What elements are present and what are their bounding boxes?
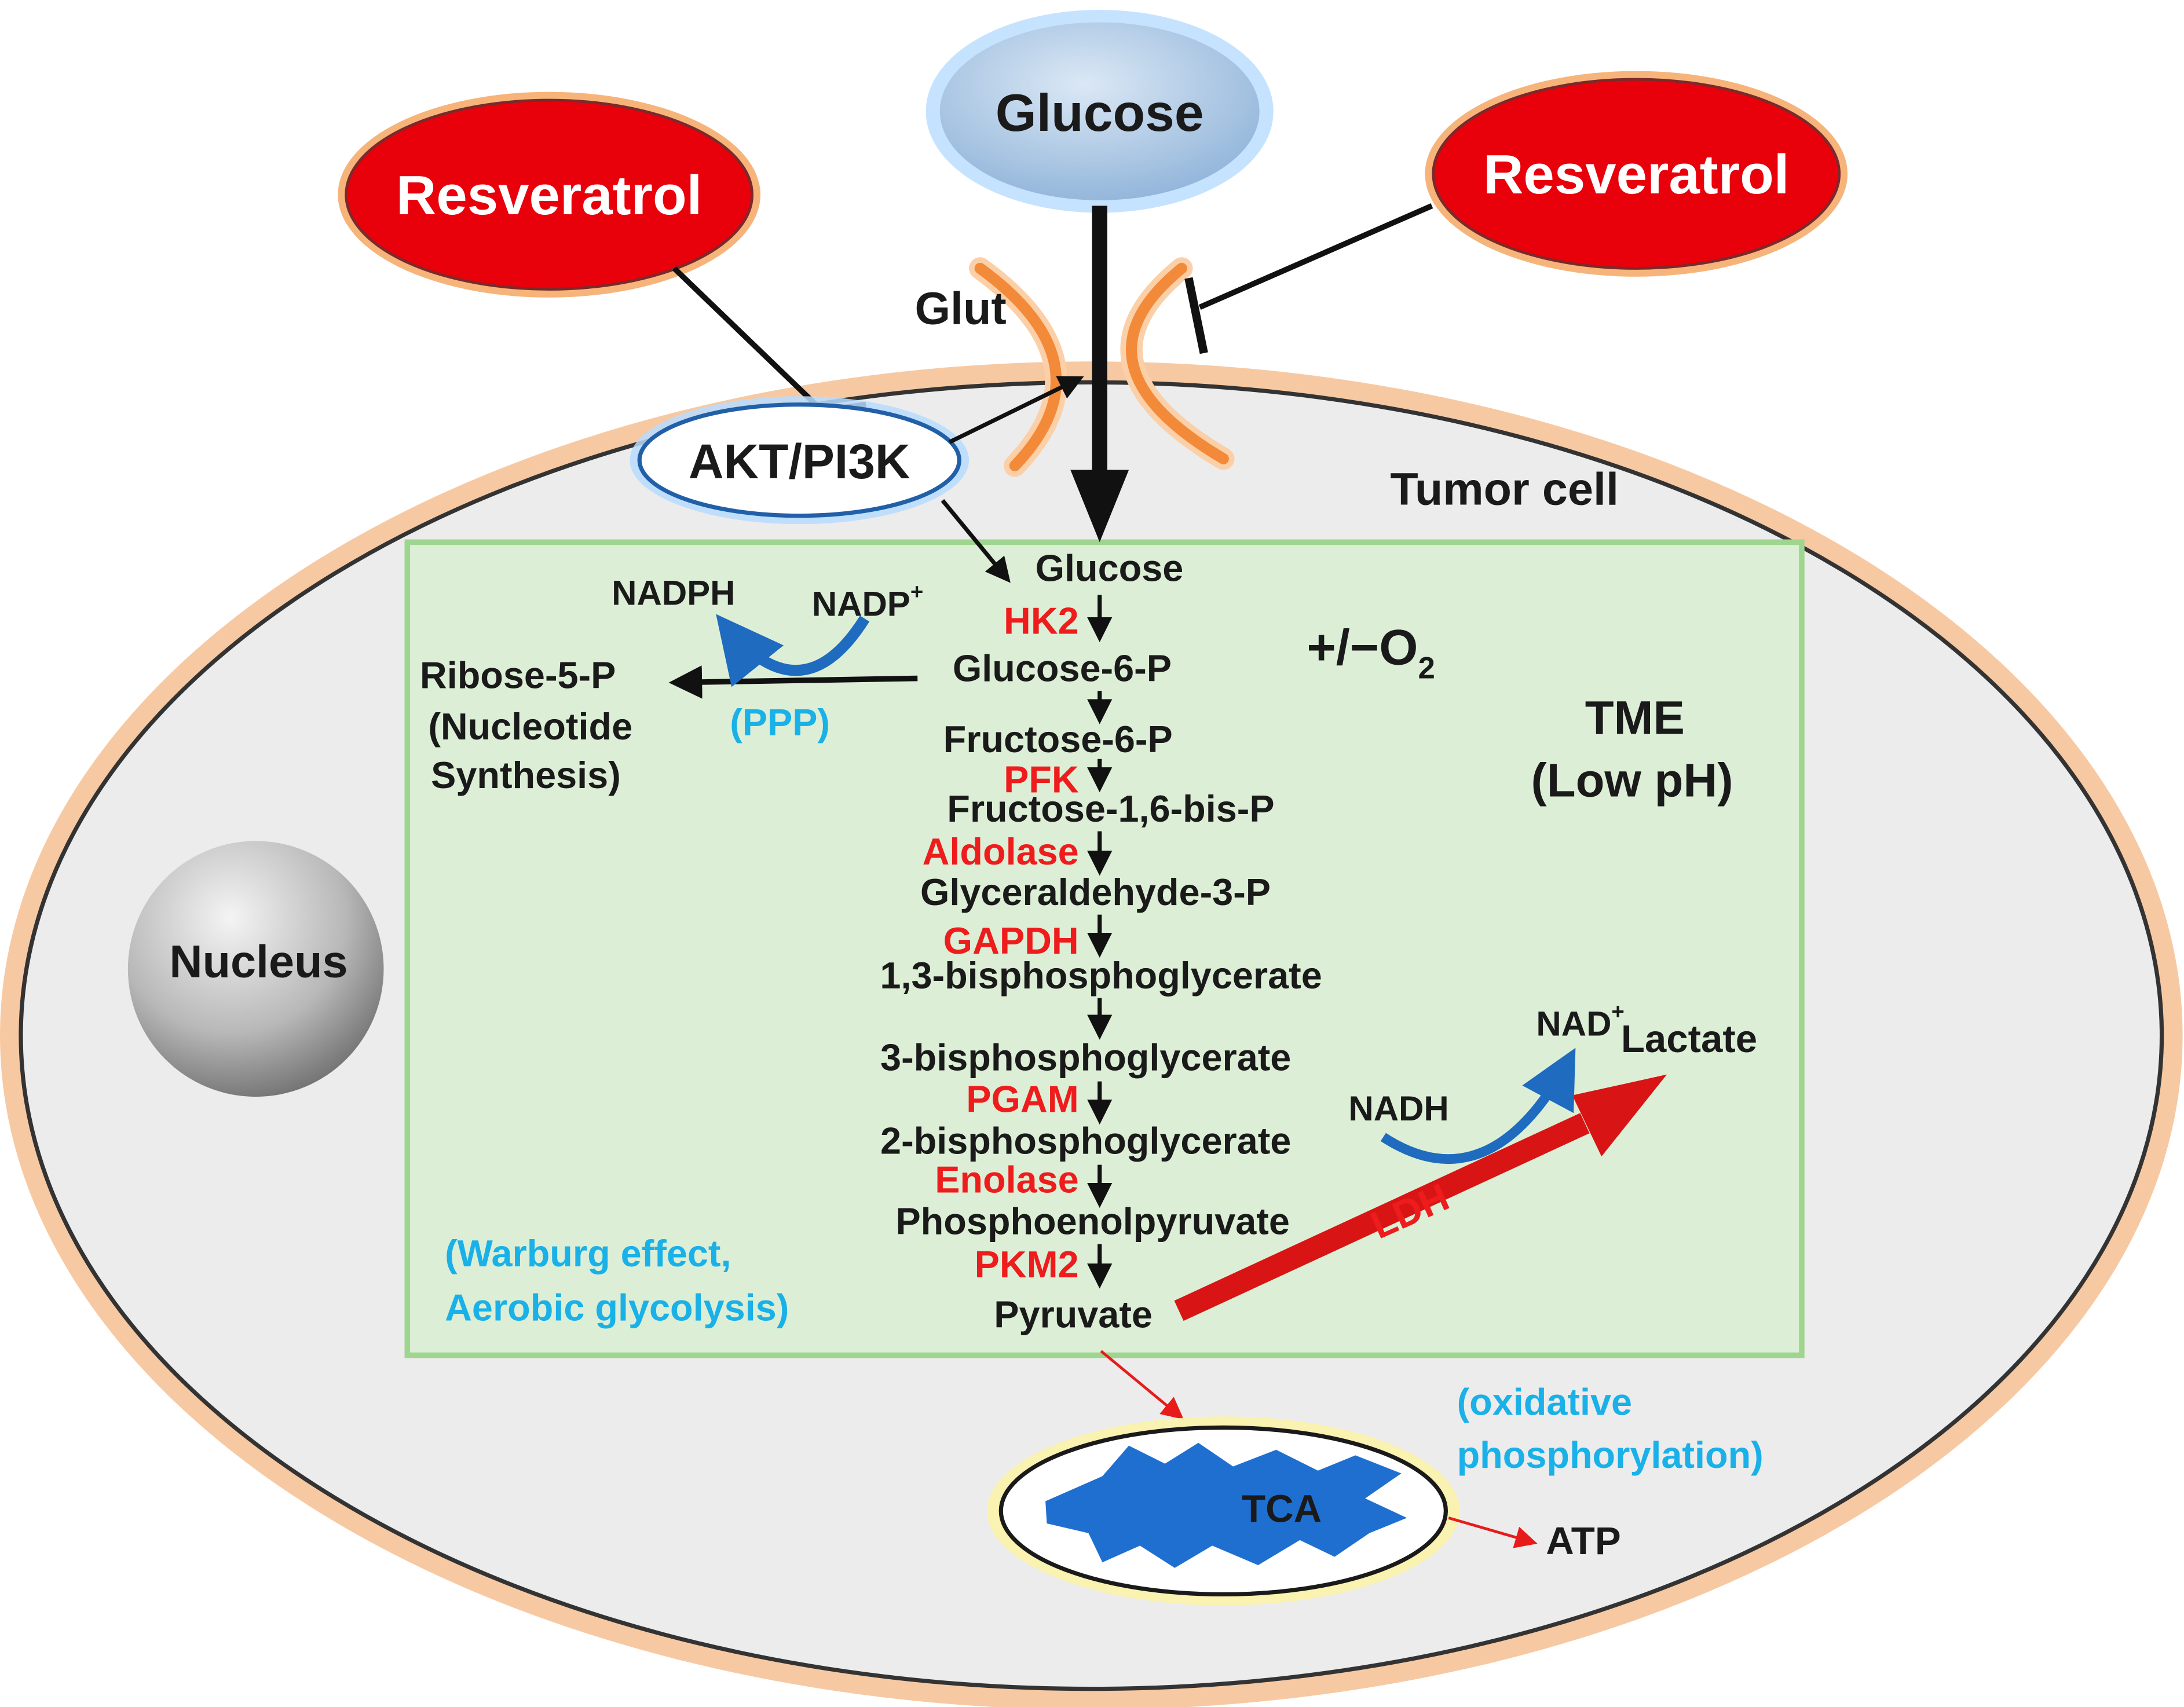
warburg-note-line-2: Aerobic glycolysis) <box>445 1287 789 1329</box>
metabolite-3-bisphosphoglycerate: 3-bisphosphoglycerate <box>880 1036 1291 1078</box>
inhibit-glut-bar <box>1184 277 1208 354</box>
glycolysis-metabolites: Glucose Glucose-6-P Fructose-6-P Fructos… <box>880 547 1322 1336</box>
resveratrol-right-label: Resveratrol <box>1483 144 1789 206</box>
inhibit-glut-line <box>1198 203 1433 310</box>
enzyme-pgam: PGAM <box>966 1078 1078 1120</box>
nadp-superscript: + <box>910 580 923 605</box>
glut-transporter <box>969 257 1235 477</box>
metabolite-pyruvate: Pyruvate <box>994 1294 1153 1336</box>
akt-to-glut-arrow <box>948 376 1084 444</box>
resveratrol-right <box>1432 78 1841 270</box>
enzyme-pkm2: PKM2 <box>975 1243 1079 1285</box>
resveratrol-left-label: Resveratrol <box>396 164 702 226</box>
nad-label: NAD+ <box>1536 999 1624 1043</box>
metabolite-phosphoenolpyruvate: Phosphoenolpyruvate <box>895 1200 1289 1243</box>
nucleotide-synthesis-line-2: Synthesis) <box>431 754 621 796</box>
enzyme-aldolase: Aldolase <box>923 830 1079 873</box>
enzyme-pfk: PFK <box>1004 758 1079 800</box>
ldh-arrow-head <box>1572 1074 1667 1157</box>
lactate-label: Lactate <box>1621 1017 1757 1061</box>
metabolite-glyceraldehyde-3-p: Glyceraldehyde-3-P <box>920 871 1271 913</box>
mitochondrion-matrix <box>1045 1442 1407 1568</box>
metabolite-fructose-1-6-bis-p: Fructose-1,6-bis-P <box>947 787 1274 830</box>
oxygen-condition-label: +/−O2 <box>1307 620 1435 686</box>
ribose-5-p-label: Ribose-5-P <box>420 654 616 696</box>
pyruvate-to-tca-arrow <box>1100 1350 1184 1420</box>
nucleus-label: Nucleus <box>169 936 347 987</box>
ppp-branch-arrow <box>668 665 918 699</box>
tumor-cell-glow <box>0 361 2183 1707</box>
nad-superscript: + <box>1611 999 1624 1024</box>
metabolite-glucose-6-p: Glucose-6-P <box>953 647 1172 689</box>
akt-to-hk2-arrow <box>941 499 1011 583</box>
metabolite-1-3-bisphosphoglycerate: 1,3-bisphosphoglycerate <box>880 954 1322 997</box>
ppp-label: (PPP) <box>730 701 830 743</box>
nadp-to-nadph-arrow <box>716 614 870 687</box>
inhibit-akt-line <box>672 266 825 414</box>
enzyme-gapdh: GAPDH <box>943 920 1079 962</box>
nadph-label: NADPH <box>612 573 735 612</box>
ldh-arrow-shaft <box>1174 1113 1590 1321</box>
oxygen-subscript: 2 <box>1418 651 1435 686</box>
metabolite-2-bisphosphoglycerate: 2-bisphosphoglycerate <box>880 1119 1291 1162</box>
glycolysis-enzymes: HK2 PFK Aldolase GAPDH PGAM Enolase PKM2 <box>923 600 1079 1285</box>
nadh-label: NADH <box>1348 1089 1448 1128</box>
glut-label: Glut <box>914 282 1006 334</box>
akt-pi3k <box>637 402 961 518</box>
nad-text: NAD <box>1536 1004 1611 1043</box>
oxphos-note-line-2: phosphorylation) <box>1457 1434 1764 1476</box>
enzyme-hk2: HK2 <box>1004 600 1079 642</box>
enzyme-enolase: Enolase <box>935 1159 1079 1201</box>
low-ph-label: (Low pH) <box>1531 754 1733 807</box>
glucose-uptake-arrowhead <box>1070 470 1129 543</box>
nadp-label: NADP+ <box>812 580 923 624</box>
akt-pi3k-label: AKT/PI3K <box>689 434 910 489</box>
warburg-note-line-1: (Warburg effect, <box>445 1232 731 1274</box>
oxygen-prefix: +/−O <box>1307 620 1418 676</box>
metabolite-fructose-6-p: Fructose-6-P <box>943 718 1173 760</box>
glucose-node-label: Glucose <box>996 83 1204 142</box>
metabolite-glucose: Glucose <box>1036 547 1184 589</box>
nucleus <box>127 841 384 1097</box>
oxphos-note-line-1: (oxidative <box>1457 1381 1632 1423</box>
resveratrol-left <box>345 98 754 291</box>
tca-to-atp-arrow <box>1448 1516 1538 1548</box>
glucose-node <box>939 22 1260 200</box>
tme-label: TME <box>1585 692 1685 745</box>
nadh-to-nad-arrow <box>1380 1047 1576 1164</box>
atp-label: ATP <box>1546 1519 1620 1563</box>
nadp-text: NADP <box>812 585 910 624</box>
tca-label: TCA <box>1242 1488 1322 1531</box>
nucleotide-synthesis-line-1: (Nucleotide <box>428 705 632 748</box>
tumor-cell-label: Tumor cell <box>1390 463 1619 515</box>
